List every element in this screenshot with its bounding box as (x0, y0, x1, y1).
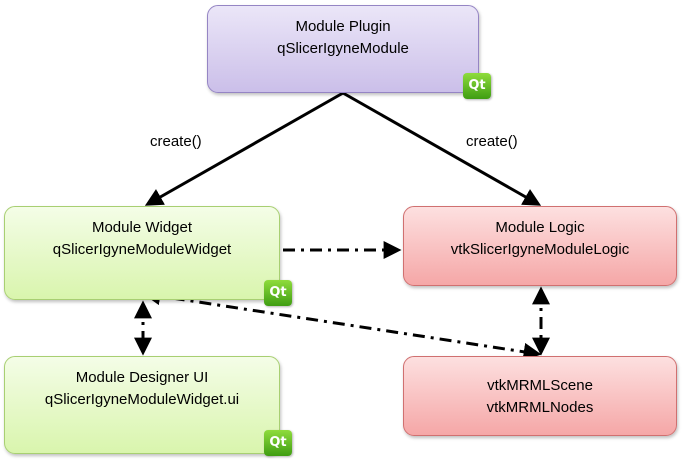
node-class-name: qSlicerIgyneModule (277, 40, 409, 57)
node-module-plugin: Module Plugin qSlicerIgyneModule (207, 5, 479, 93)
node-line-scene: vtkMRMLScene (487, 377, 593, 394)
node-mrml: vtkMRMLScene vtkMRMLNodes (403, 356, 677, 436)
edge-label-create-left: create() (150, 133, 202, 150)
qt-logo-icon: Qt (264, 280, 292, 306)
qt-logo-icon: Qt (463, 73, 491, 99)
node-title: Module Widget (91, 219, 193, 236)
edge-label-create-right: create() (466, 133, 518, 150)
node-title: Module Designer UI (75, 369, 209, 386)
node-class-name: vtkSlicerIgyneModuleLogic (450, 241, 630, 258)
node-title: Module Logic (495, 219, 585, 236)
node-designer-ui: Module Designer UI qSlicerIgyneModuleWid… (4, 356, 280, 454)
qt-logo-icon: Qt (264, 430, 292, 456)
edge-plugin-to-widget (144, 91, 344, 206)
edge-widget-mrml (142, 287, 542, 361)
node-class-name: qSlicerIgyneModuleWidget.ui (44, 391, 240, 408)
node-class-name: qSlicerIgyneModuleWidget (52, 241, 232, 258)
edge-plugin-to-logic (342, 91, 542, 206)
node-line-nodes: vtkMRMLNodes (486, 399, 594, 416)
node-title: Module Plugin (295, 18, 391, 35)
node-module-widget: Module Widget qSlicerIgyneModuleWidget (4, 206, 280, 300)
node-module-logic: Module Logic vtkSlicerIgyneModuleLogic (403, 206, 677, 286)
